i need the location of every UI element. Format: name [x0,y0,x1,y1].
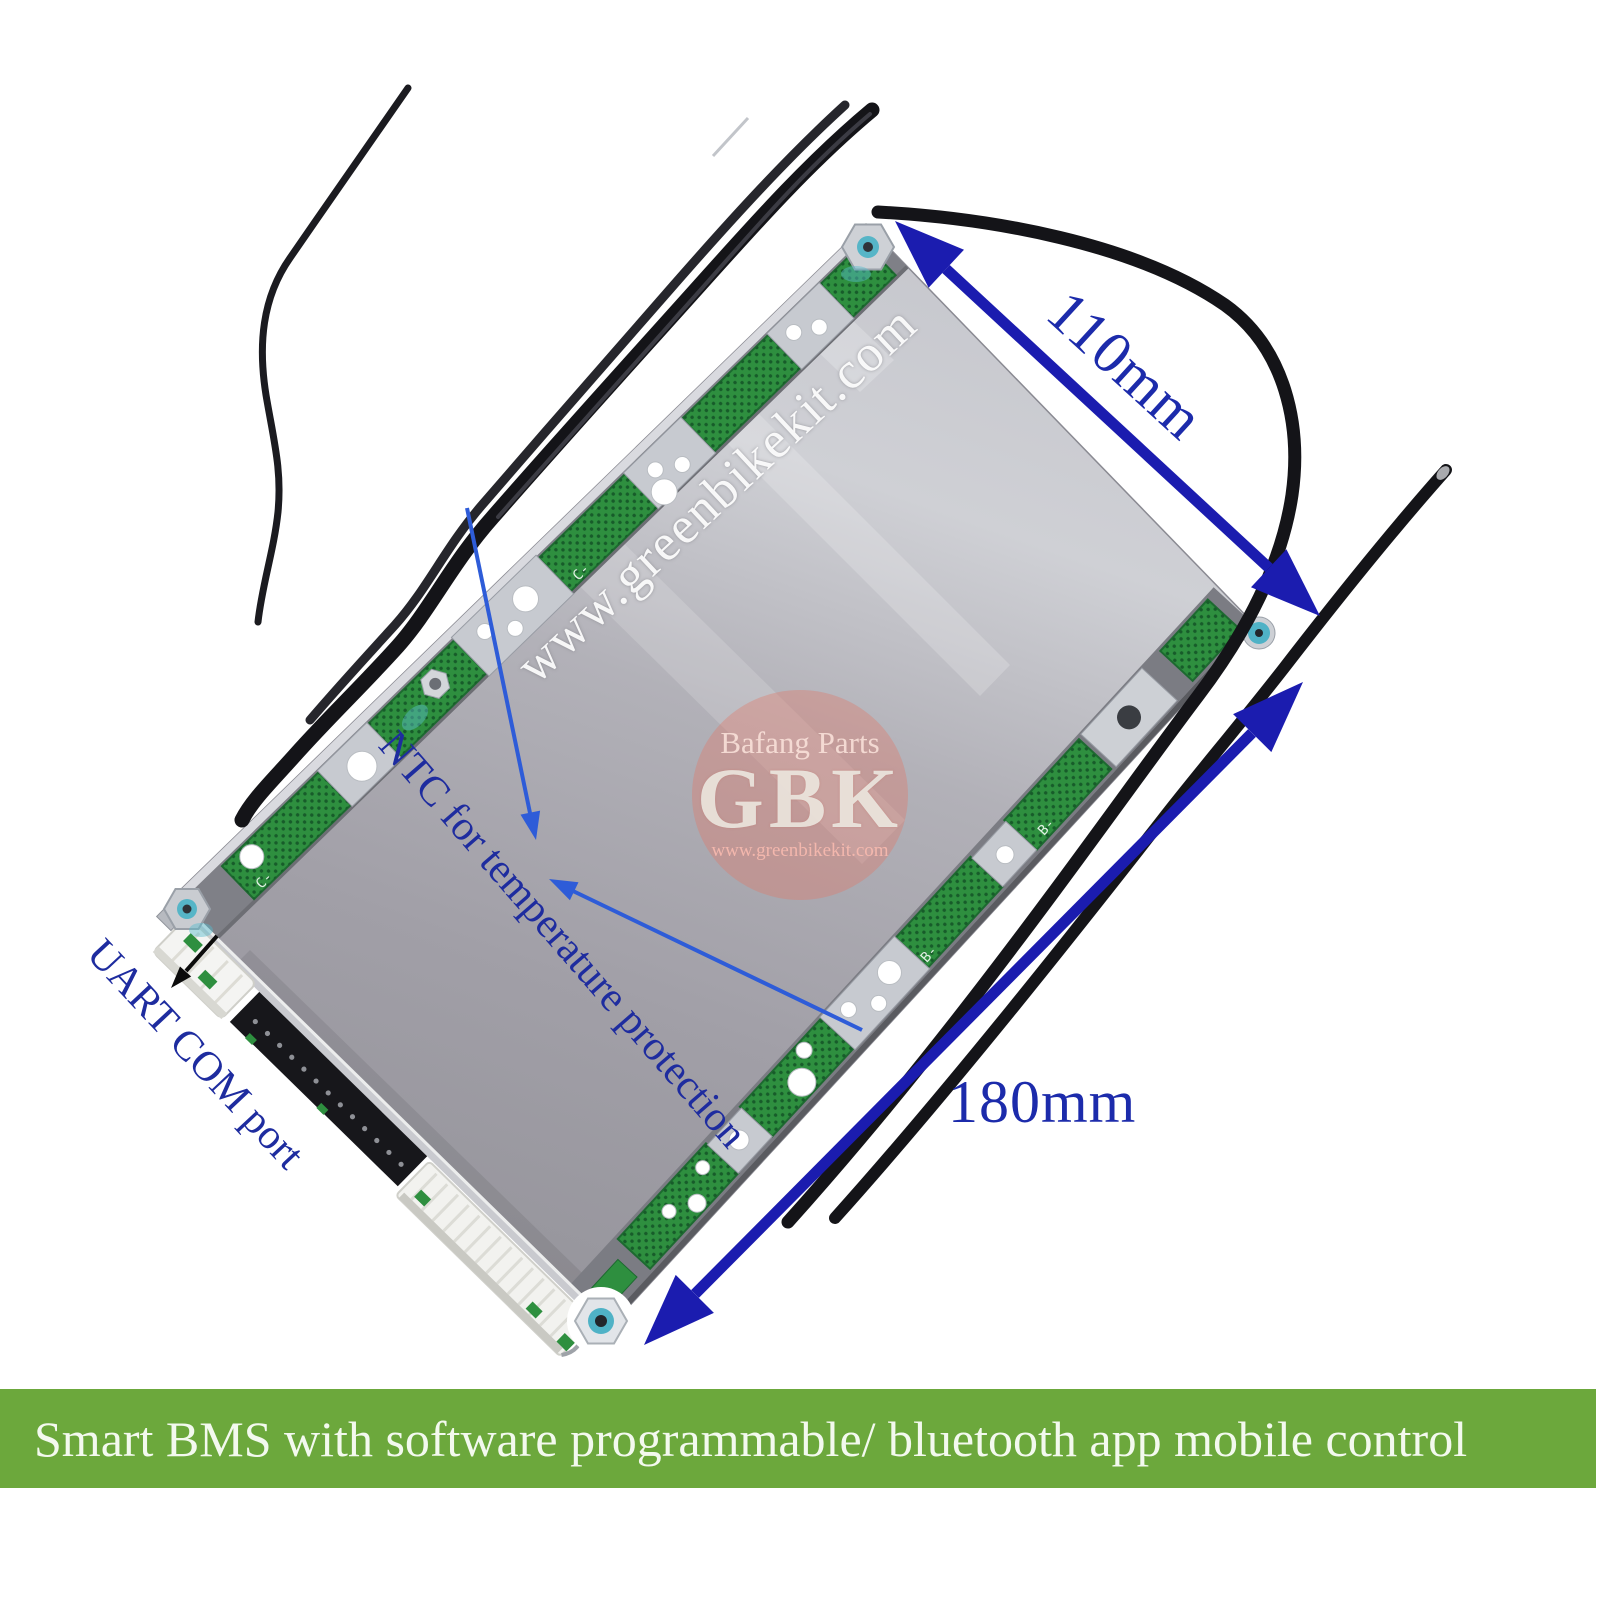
logo-watermark-brand: Bafang Parts [720,725,880,761]
ntc-callout-arrow-up [549,879,863,1032]
reflection-streak [542,505,905,864]
pin-header [229,991,428,1187]
ntc-callout-arrow-down [465,507,541,840]
power-wire-left-bundle [234,84,880,828]
logo-watermark-url: www.greenbikekit.com [711,839,889,861]
balance-connector [396,1161,594,1357]
screw-bottom-corner [567,1287,635,1355]
dimension-arrow-180mm [644,682,1303,1345]
right-edge-pcb-strip: B- B- [567,587,1256,1327]
caption-banner-text: Smart BMS with software programmable/ bl… [34,1410,1468,1467]
hex-standoff [420,668,451,699]
reflection-streak [670,355,1010,696]
bottom-edge-connectors [152,895,613,1357]
sense-wire-right [829,464,1452,1224]
screw-left-corner [162,888,213,937]
screw-top-corner [840,223,896,282]
logo-watermark-initials: GBK [696,750,904,847]
aluminum-tabs [239,281,855,870]
caption-banner: Smart BMS with software programmable/ bl… [0,1389,1596,1488]
logo-watermark: Bafang Parts GBK www.greenbikekit.com [692,690,908,900]
teal-paint-smudge [401,704,429,731]
power-wire-right [781,205,1302,1229]
dimension-arrow-110mm [895,221,1320,616]
uart-callout-arrow [171,934,219,988]
aluminum-tabs [661,667,1178,1219]
scratch-line [711,116,750,158]
uart-connector [152,917,255,1020]
dim-label-180mm: 180mm [948,1069,1137,1135]
